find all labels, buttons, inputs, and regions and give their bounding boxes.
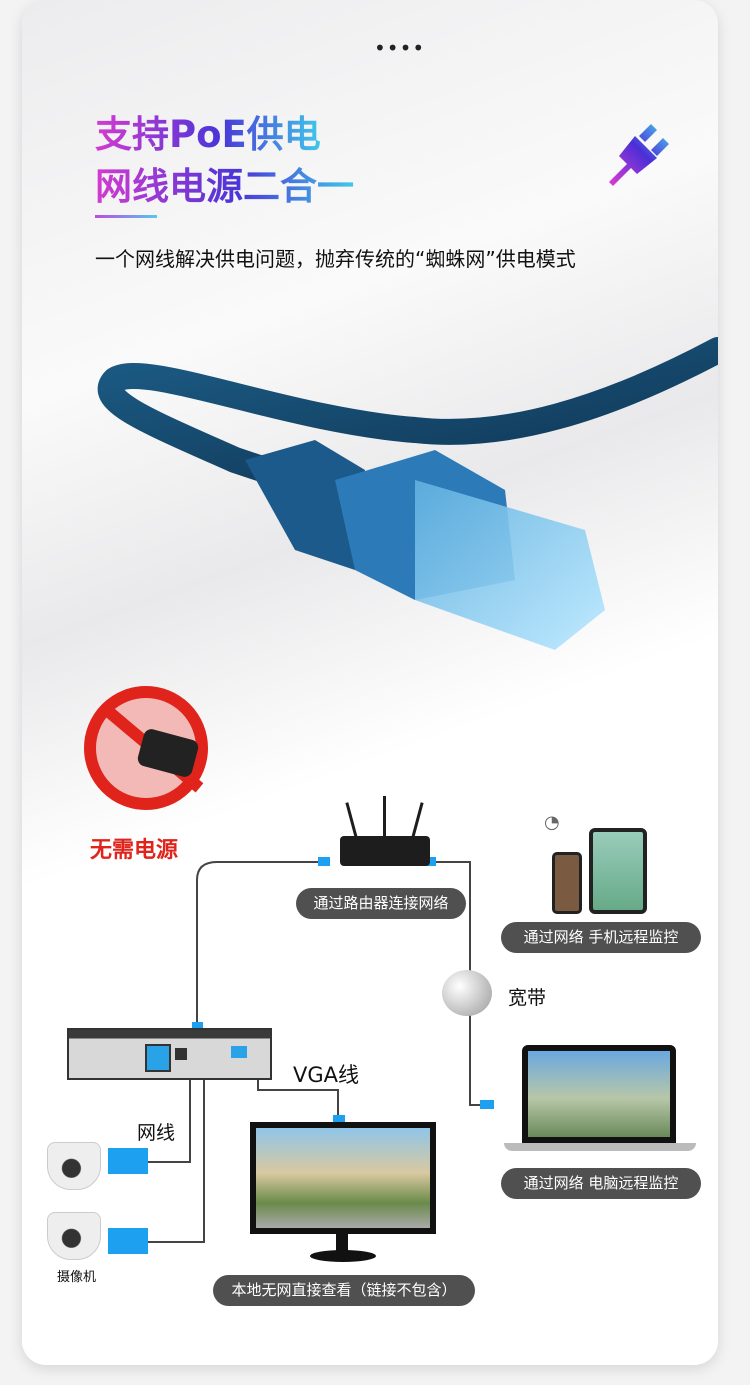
subtitle: 一个网线解决供电问题，抛弃传统的“蜘蛛网”供电模式: [95, 247, 576, 271]
phone-icon: [552, 852, 582, 914]
poe-feature-card: •••• 支持PoE供电 网线电源二合一 一个网线解决供电问题，抛弃传统的“蜘蛛…: [22, 0, 718, 1365]
title-line-2: 网线电源二合一: [95, 156, 354, 210]
no-power-label: 无需电源: [90, 838, 179, 863]
vga-label: VGA线: [293, 1063, 360, 1087]
broadband-label: 宽带: [508, 987, 547, 1009]
laptop-base: [504, 1143, 696, 1151]
monitor-base: [310, 1250, 376, 1262]
tablet-icon: [589, 828, 647, 914]
local-view-label: 本地无网直接查看（链接不包含）: [213, 1275, 475, 1306]
camera-icon: [47, 1142, 101, 1190]
globe-icon: [442, 970, 492, 1016]
title-line-1: 支持PoE供电: [95, 104, 321, 158]
plug-icon: [609, 124, 669, 186]
router-label: 通过路由器连接网络: [296, 888, 466, 919]
ethernet-cable-image: [97, 337, 718, 650]
laptop-icon: [522, 1045, 676, 1143]
wifi-icon: ◔: [544, 812, 560, 833]
pc-monitor-label: 通过网络 电脑远程监控: [501, 1168, 701, 1199]
cable-label: 网线: [137, 1122, 176, 1144]
title-underline: [95, 215, 157, 218]
phone-monitor-label: 通过网络 手机远程监控: [501, 922, 701, 953]
nvr-device: [67, 1028, 272, 1080]
camera-icon: [47, 1212, 101, 1260]
monitor-icon: [250, 1122, 436, 1234]
camera-label: 摄像机: [57, 1270, 97, 1285]
monitor-stand: [336, 1234, 348, 1252]
connection-wires: [108, 857, 494, 1254]
router-icon: [340, 796, 430, 866]
